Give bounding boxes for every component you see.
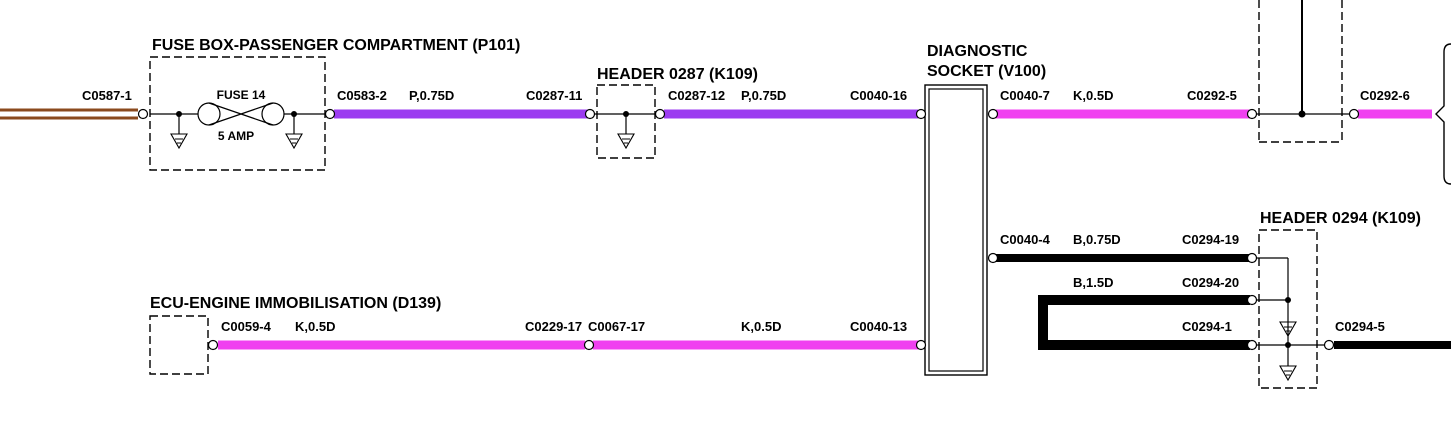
wire-spec-label: K,0.5D [1073,88,1113,103]
header-0294 [1254,229,1330,389]
header-0294-label: HEADER 0294 (K109) [1260,210,1421,227]
wire-spec-label: P,0.75D [741,88,786,103]
connector-label: C0040-16 [850,88,907,103]
wire-spec-label: P,0.75D [409,88,454,103]
fuse-rating-label: 5 AMP [218,129,254,143]
connector-label: C0287-11 [526,88,582,103]
connector-label: C0587-1 [82,88,132,103]
ground-icon [1279,321,1297,338]
connector-label: C0229-17 [525,319,582,334]
connector-label: C0294-19 [1182,232,1239,247]
ecu-label: ECU-ENGINE IMMOBILISATION (D139) [150,295,441,312]
diagnostic-socket [924,84,988,376]
fuse-icon [197,102,285,126]
wire-spec-label: K,0.5D [741,319,781,334]
wire-brown-input [0,108,138,120]
connector-label: C0294-1 [1182,319,1232,334]
wire-spec-label: K,0.5D [295,319,335,334]
header-c0292 [1254,0,1354,143]
ecu-engine-immobilisation [149,315,209,375]
connector-label: C0040-7 [1000,88,1050,103]
wire-spec-label: B,1.5D [1073,275,1113,290]
diagnostic-socket-label-line2: SOCKET (V100) [927,63,1046,80]
header-0287 [592,84,660,159]
wire-black-loop [1038,295,1250,350]
connector-label: C0292-6 [1360,88,1410,103]
ground-icon [1279,365,1297,382]
connector-label: C0287-12 [668,88,725,103]
ground-icon [170,133,188,150]
partial-component-bracket [1435,43,1451,185]
ground-icon [285,133,303,150]
wire-spec-label: B,0.75D [1073,232,1121,247]
fuse-box [149,56,326,171]
ground-icon [617,133,635,150]
connector-label: C0067-17 [588,319,645,334]
connector-pins [137,108,1360,351]
connector-label: C0294-5 [1335,319,1385,334]
connector-label: C0294-20 [1182,275,1239,290]
fuse-name-label: FUSE 14 [217,88,266,102]
header-0287-label: HEADER 0287 (K109) [597,66,758,83]
connector-label: C0292-5 [1187,88,1237,103]
connector-label: C0059-4 [221,319,272,334]
fuse-box-label: FUSE BOX-PASSENGER COMPARTMENT (P101) [152,37,520,54]
connector-label: C0040-4 [1000,232,1051,247]
connector-label: C0583-2 [337,88,387,103]
diagnostic-socket-label-line1: DIAGNOSTIC [927,43,1028,60]
connector-label: C0040-13 [850,319,907,334]
